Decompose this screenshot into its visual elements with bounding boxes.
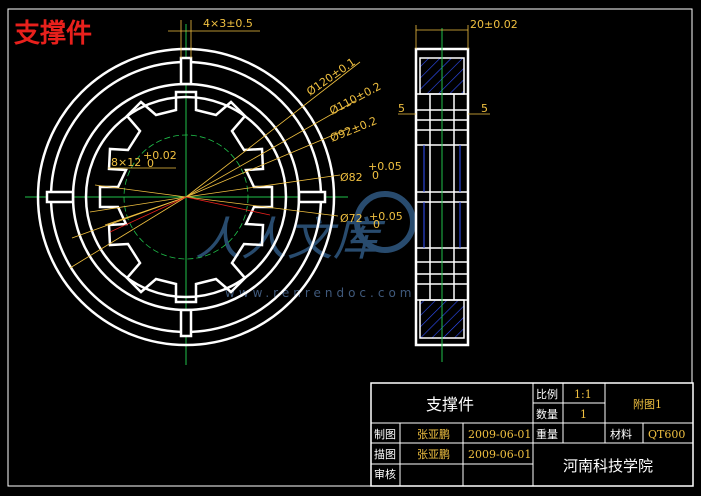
- dim-spline-tol-upper: +0.02: [143, 149, 177, 162]
- dim-d82: Ø82: [340, 171, 363, 184]
- dim-spline-tol-lower: 0: [147, 157, 154, 170]
- drawing-border: [7, 8, 693, 487]
- watermark-url: www.renrendoc.com: [225, 286, 415, 300]
- front-view: 4×3±0.5 8×12 +0.02 0 Ø120±0.1 Ø110±0.2 Ø…: [25, 17, 403, 365]
- dim-d72-tol-lower: 0: [373, 218, 380, 231]
- dim-slot: 4×3±0.5: [203, 17, 253, 30]
- dim-left-5: 5: [398, 102, 405, 115]
- label-scale: 比例: [536, 387, 558, 401]
- drawn-by: 张亚鹏: [417, 428, 450, 441]
- label-weight: 重量: [536, 427, 558, 441]
- institution: 河南科技学院: [563, 457, 653, 475]
- spline-profile: [98, 90, 274, 304]
- pitch-circle: [123, 134, 249, 260]
- side-hidden-lines: [423, 145, 461, 248]
- watermark-logo: 人人文库: [195, 191, 416, 266]
- side-view: 20±0.02 5 5: [398, 18, 518, 362]
- dim-width: 20±0.02: [470, 18, 518, 31]
- value-scale: 1:1: [574, 388, 592, 401]
- outer-circle-120: [36, 47, 336, 347]
- drawn-date: 2009-06-01: [468, 428, 531, 441]
- dim-spline: 8×12: [111, 156, 141, 169]
- dim-d72-tol-upper: +0.05: [369, 210, 403, 223]
- side-dim-lines: [398, 25, 490, 115]
- dim-d110: Ø110±0.2: [327, 80, 383, 118]
- title-block: 支撑件 比例 1:1 数量 1 附图1 制图 张亚鹏 2009-06-01 重量…: [370, 382, 694, 487]
- material: QT600: [648, 428, 685, 441]
- traced-by: 张亚鹏: [417, 448, 450, 461]
- label-review: 审核: [374, 467, 396, 481]
- red-leaders: [109, 196, 271, 233]
- dim-d82-tol-upper: +0.05: [368, 160, 402, 173]
- drawing-title: 支撑件: [14, 19, 92, 49]
- dim-d72: Ø72: [340, 212, 363, 225]
- dim-right-5: 5: [481, 102, 488, 115]
- outer-slots: [45, 56, 327, 338]
- label-material: 材料: [610, 427, 632, 441]
- circle-82: [84, 95, 288, 299]
- dim-d120: Ø120±0.1: [304, 55, 358, 98]
- label-quantity: 数量: [536, 408, 558, 421]
- value-quantity: 1: [580, 408, 587, 421]
- sheet-ref: 附图1: [633, 397, 662, 411]
- dim-d82-tol-lower: 0: [372, 169, 379, 182]
- label-traced: 描图: [374, 447, 396, 461]
- side-inner-verticals: [429, 94, 455, 300]
- dimension-leaders: [69, 20, 361, 269]
- traced-date: 2009-06-01: [468, 448, 531, 461]
- dim-d92: Ø92±0.2: [328, 114, 379, 145]
- part-name: 支撑件: [426, 395, 474, 414]
- label-drawn: 制图: [374, 428, 396, 441]
